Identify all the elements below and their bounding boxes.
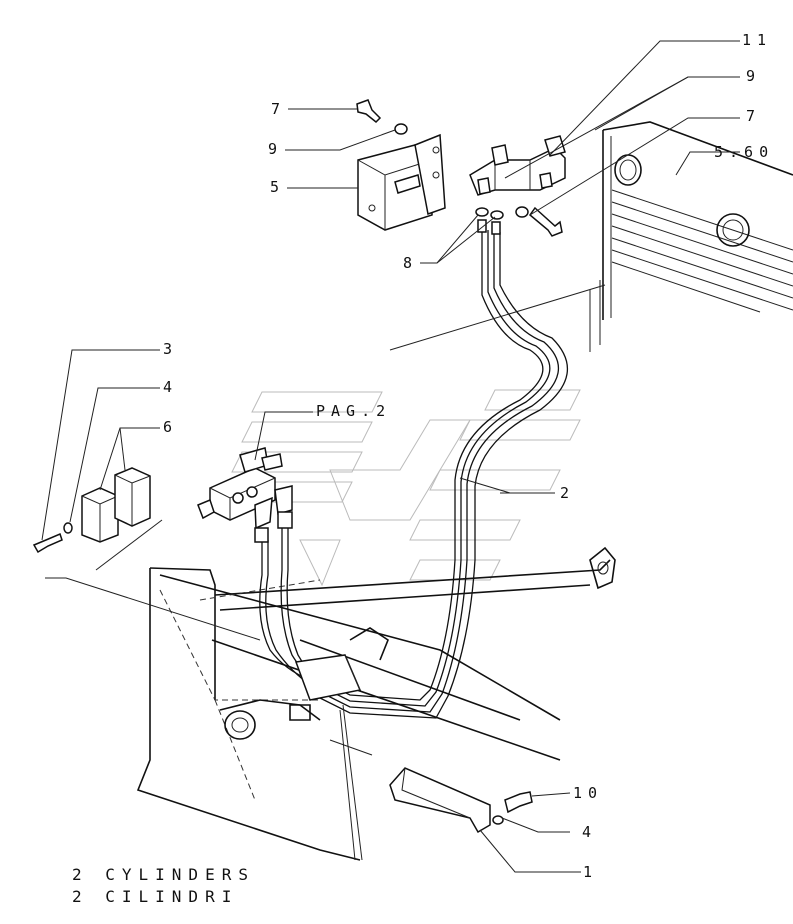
callout-9-left: 9 <box>268 140 283 158</box>
callout-1: 1 <box>583 863 598 881</box>
callout-3: 3 <box>163 340 178 358</box>
caption-line-1: 2 CYLINDERS <box>72 865 255 884</box>
loader-bucket <box>95 519 616 861</box>
callout-labels: 11 9 7 5.60 7 9 5 8 3 4 6 PAG.2 2 10 4 1 <box>163 31 774 881</box>
clamp-halves-6 <box>32 467 151 554</box>
caption-line-2: 2 CILINDRI <box>72 887 238 906</box>
hose-clamp-assembly <box>469 135 566 235</box>
bracket-part-1 <box>389 767 533 834</box>
callout-pag-2: PAG.2 <box>316 402 391 420</box>
callout-10: 10 <box>573 784 603 802</box>
leader-lines <box>41 40 740 873</box>
callout-7-right: 7 <box>746 107 761 125</box>
callout-8: 8 <box>403 254 418 272</box>
valve-block <box>197 447 293 543</box>
callout-5-60: 5.60 <box>714 143 774 161</box>
callout-11: 11 <box>742 31 772 49</box>
machine-frame <box>589 121 793 352</box>
callout-4-bottom: 4 <box>582 823 597 841</box>
bolt-7-right <box>515 206 563 237</box>
block-part-5 <box>356 99 446 231</box>
caption: 2 CYLINDERS 2 CILINDRI <box>72 865 255 906</box>
callout-6: 6 <box>163 418 178 436</box>
callout-5: 5 <box>270 178 285 196</box>
hydraulic-hoses <box>259 230 569 719</box>
watermark-logo <box>221 389 581 587</box>
callout-7-left: 7 <box>271 100 286 118</box>
callout-2: 2 <box>560 484 575 502</box>
callout-9-top: 9 <box>746 67 761 85</box>
callout-4-left: 4 <box>163 378 178 396</box>
